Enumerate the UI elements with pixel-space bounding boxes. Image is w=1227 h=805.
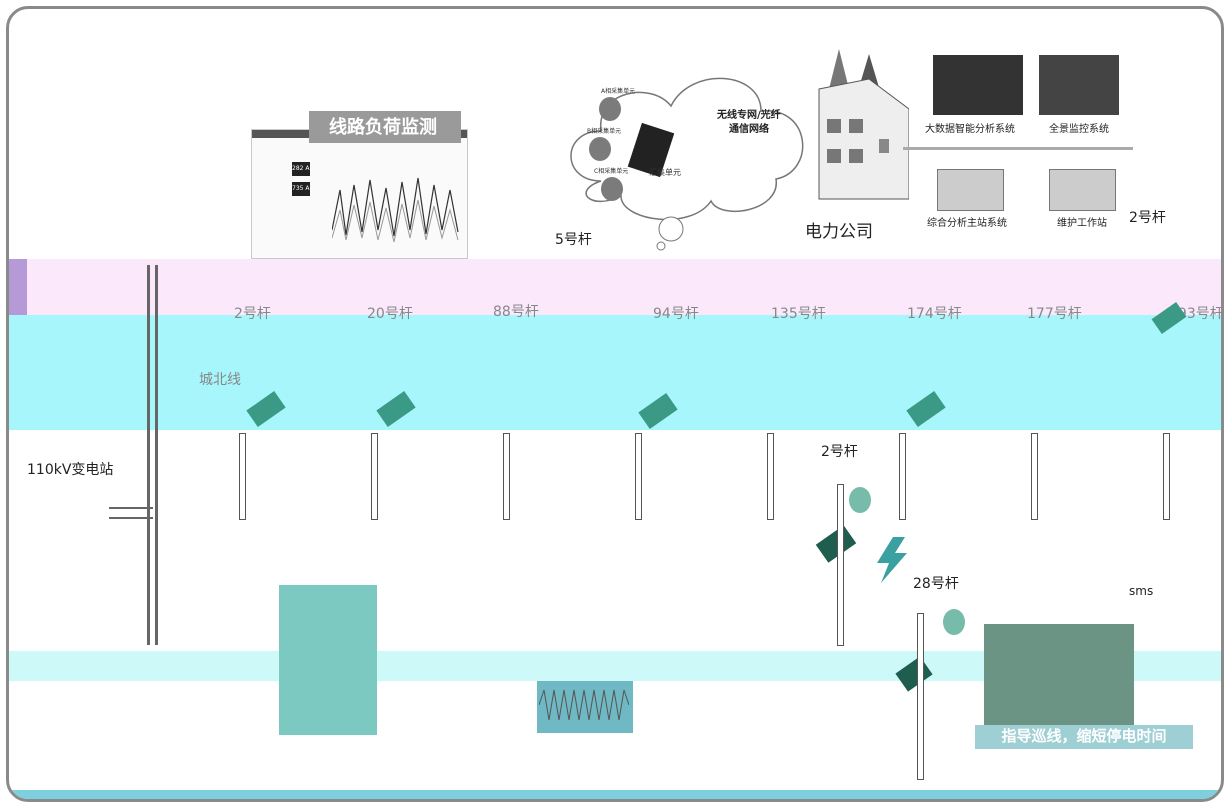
substation-bus-1 xyxy=(147,265,150,645)
linework-photo xyxy=(984,624,1134,734)
waveform-icon xyxy=(539,689,629,721)
pole-icon xyxy=(1163,433,1170,520)
aggregator-label: 汇集单元 xyxy=(649,168,681,177)
pole-top-5: 5号杆 xyxy=(555,232,592,248)
pole-icon xyxy=(837,484,844,646)
line-pole-177: 177号杆 xyxy=(1027,306,1082,322)
pole-top-2: 2号杆 xyxy=(1129,210,1166,226)
pink-band xyxy=(9,259,1221,321)
sms-label: sms xyxy=(1129,584,1154,598)
system-bus xyxy=(903,147,1133,150)
line-photo xyxy=(279,585,377,735)
pole-icon xyxy=(1031,433,1038,520)
big-data-icon xyxy=(933,55,1023,115)
substation-label: 110kV变电站 xyxy=(27,462,114,478)
panorama-label: 全景监控系统 xyxy=(1049,124,1109,135)
master-station-icon xyxy=(937,169,1004,211)
branch-pole-28: 28号杆 xyxy=(913,576,959,592)
load-monitor-screenshot: 282 A 735 A xyxy=(251,129,468,259)
line-pole-20: 20号杆 xyxy=(367,306,413,322)
network-label-2: 通信网络 xyxy=(729,124,769,135)
load-curve xyxy=(332,177,459,243)
readout-2: 735 A xyxy=(292,185,310,192)
office-building-icon xyxy=(818,49,909,200)
line-pole-135: 135号杆 xyxy=(771,306,826,322)
collector-a-label: A相采集单元 xyxy=(601,88,636,95)
lilac-marker xyxy=(9,259,27,321)
line-pole-94: 94号杆 xyxy=(653,306,699,322)
line-pole-174: 174号杆 xyxy=(907,306,962,322)
monitor-title: 线路负荷监测 xyxy=(329,117,437,138)
readout-box-1 xyxy=(292,162,310,176)
bottom-banner: 指导巡线，缩短停电时间 xyxy=(975,725,1193,749)
power-company-label: 电力公司 xyxy=(805,222,873,242)
pole-icon xyxy=(635,433,642,520)
readout-1: 282 A xyxy=(292,165,310,172)
monitor-title-box xyxy=(309,111,461,143)
pole-icon xyxy=(917,613,924,780)
diagram-frame: 282 A 735 A 线路负荷监测 A相采集单元 B相采集单元 C相采集单元 … xyxy=(6,6,1224,802)
sensor-panel-icon xyxy=(815,525,857,563)
master-station-label: 综合分析主站系统 xyxy=(927,218,1007,229)
line-pole-2: 2号杆 xyxy=(234,306,271,322)
pole-icon xyxy=(503,433,510,520)
maintenance-icon xyxy=(1049,169,1116,211)
collector-c-icon xyxy=(601,177,623,201)
collector-c-label: C相采集单元 xyxy=(594,168,629,175)
network-cloud xyxy=(570,77,804,251)
pole-icon xyxy=(239,433,246,520)
pole-icon xyxy=(767,433,774,520)
pole-icon xyxy=(899,433,906,520)
line-name: 城北线 xyxy=(199,372,241,388)
cyan-band xyxy=(9,315,1221,430)
maintenance-label: 维护工作站 xyxy=(1057,218,1107,229)
readout-box-2 xyxy=(292,182,310,196)
transformer-icon xyxy=(849,487,871,513)
collector-b-icon xyxy=(589,137,611,161)
collector-a-icon xyxy=(599,97,621,121)
feeder-2 xyxy=(109,517,153,519)
panorama-icon xyxy=(1039,55,1119,115)
substation-bus-2 xyxy=(155,265,158,645)
bottom-band xyxy=(9,790,1221,799)
collector-b-label: B相采集单元 xyxy=(587,128,622,135)
feeder-1 xyxy=(109,507,153,509)
branch-pole-2: 2号杆 xyxy=(821,444,858,460)
pole-icon xyxy=(371,433,378,520)
line-pole-88: 88号杆 xyxy=(493,304,539,320)
bottom-banner-text: 指导巡线，缩短停电时间 xyxy=(1001,728,1167,745)
lightning-icon xyxy=(877,537,907,583)
big-data-label: 大数据智能分析系统 xyxy=(925,124,1015,135)
transformer-icon xyxy=(943,609,965,635)
network-label-1: 无线专网/光纤 xyxy=(717,110,781,121)
